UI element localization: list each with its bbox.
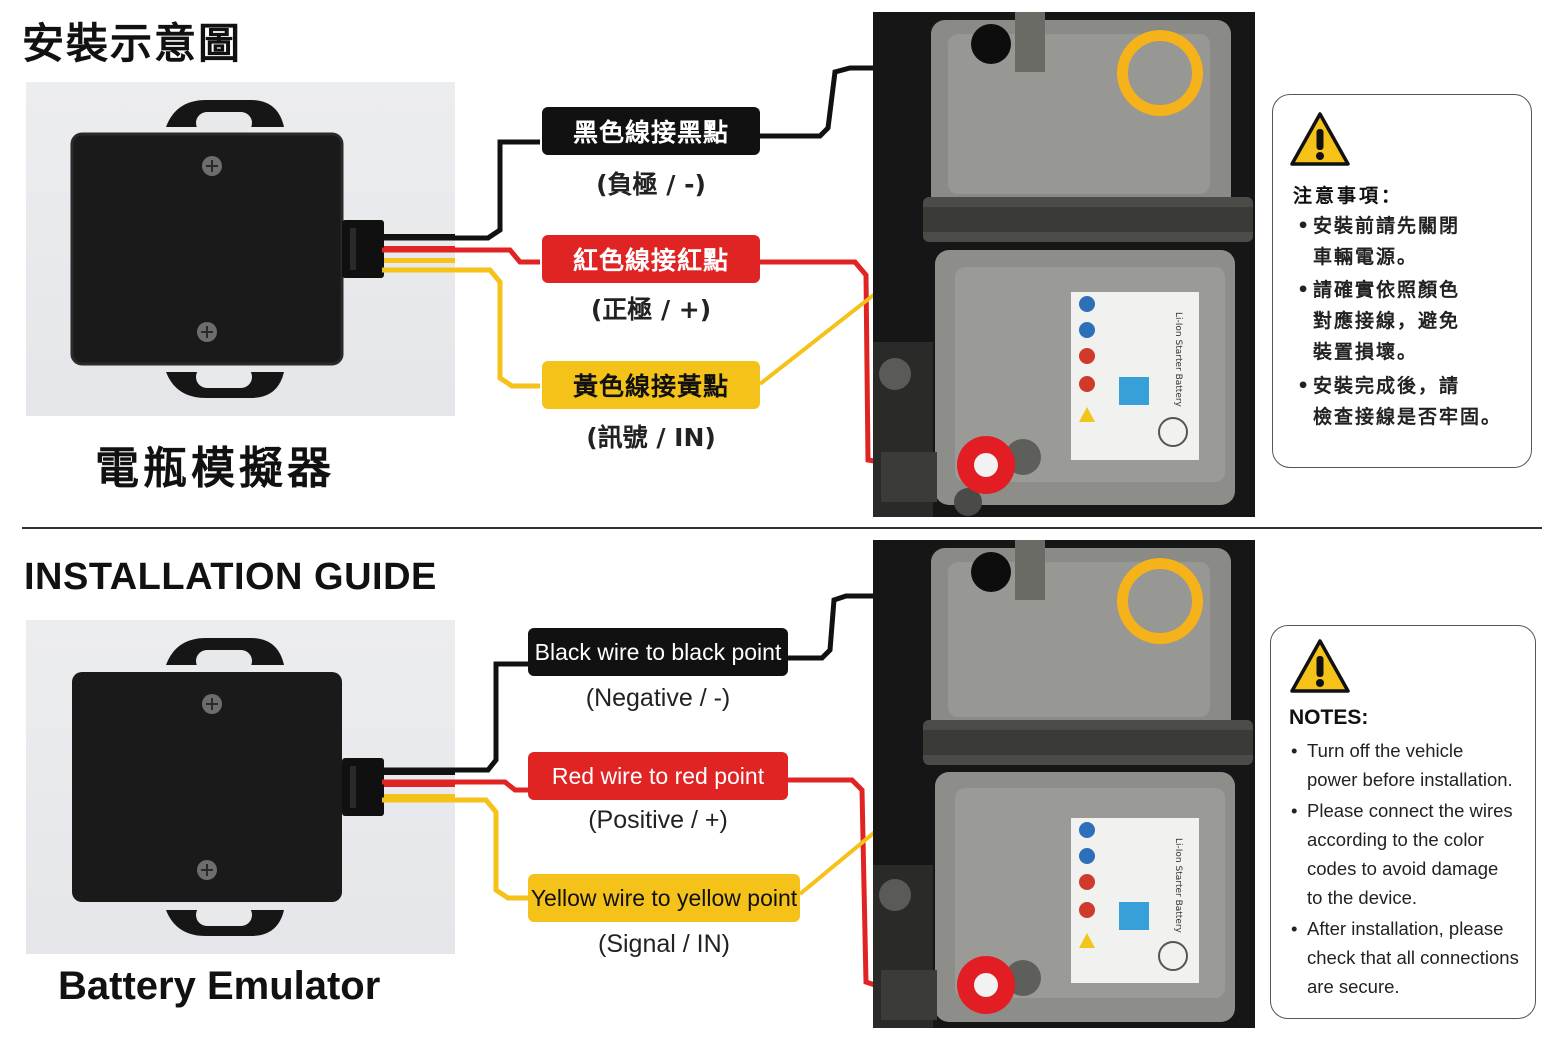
battery-emulator-device-illustration: [72, 638, 455, 936]
notes-box-en: NOTES: • Turn off the vehicle power befo…: [1270, 625, 1536, 1019]
wire-sub-red-zh: (正極 / +): [590, 295, 712, 324]
note-item: • 請確實依照顏色 對應接線，避免 裝置損壞。: [1297, 275, 1461, 368]
device-label-en: Battery Emulator: [58, 964, 381, 1008]
wire-sub-yellow-en: (Signal / IN): [598, 930, 730, 958]
yellow-target-ring: [1117, 30, 1203, 116]
yellow-target-ring: [1117, 558, 1203, 644]
black-wire-top: [382, 139, 540, 241]
wire-sub-red-en: (Positive / +): [588, 806, 728, 834]
note-item: • 安裝前請先關閉 車輛電源。: [1297, 211, 1461, 273]
note-item: • After installation, please check that …: [1291, 914, 1519, 1001]
page-title-zh: 安裝示意圖: [22, 19, 243, 68]
section-divider: [22, 527, 1542, 529]
battery-label: [1071, 818, 1199, 983]
device-label-zh: 電瓶模擬器: [95, 443, 335, 494]
wire-label-black-zh: 黑色線接黑點: [542, 107, 760, 155]
note-line: power before installation.: [1307, 769, 1513, 790]
note-line: After installation, please: [1307, 918, 1504, 939]
yellow-wire-top: [382, 267, 540, 389]
notes-title-en: NOTES:: [1289, 706, 1369, 729]
note-line: 請確實依照顏色: [1313, 279, 1461, 301]
wire-label-yellow-en: Yellow wire to yellow point: [528, 874, 800, 922]
notes-title-zh: 注意事項：: [1293, 185, 1404, 207]
notes-box-zh: 注意事項： • 安裝前請先關閉 車輛電源。 • 請確實依照顏色 對應接線，避免 …: [1272, 94, 1532, 468]
note-line: according to the color: [1307, 829, 1484, 850]
note-line: 對應接線，避免: [1313, 310, 1461, 332]
note-line: Please connect the wires: [1307, 800, 1513, 821]
car-battery-illustration: Li-Ion Starter Battery: [873, 12, 1255, 517]
wire-label-red-zh: 紅色線接紅點: [542, 235, 760, 283]
battery-photo-bottom: Li-Ion Starter Battery: [873, 540, 1255, 1028]
note-line: codes to avoid damage: [1307, 858, 1499, 879]
note-line: are secure.: [1307, 976, 1400, 997]
red-target-dot: [957, 956, 1015, 1014]
page-title-en: INSTALLATION GUIDE: [24, 556, 437, 598]
note-line: check that all connections: [1307, 947, 1519, 968]
note-item: • Turn off the vehicle power before inst…: [1291, 736, 1513, 794]
note-line: to the device.: [1307, 887, 1418, 908]
black-wire-bottom: [382, 661, 528, 773]
warning-triangle-icon: [1290, 639, 1350, 693]
battery-label: [1071, 292, 1199, 460]
wire-sub-black-en: (Negative / -): [585, 684, 731, 712]
note-line: Turn off the vehicle: [1307, 740, 1464, 761]
wire-label-red-en: Red wire to red point: [528, 752, 788, 800]
wire-sub-black-zh: (負極 / -): [596, 170, 706, 199]
red-wire-bottom: [382, 779, 528, 793]
note-line: 裝置損壞。: [1313, 341, 1419, 363]
note-line: 車輛電源。: [1313, 246, 1419, 268]
battery-label-text: Li-Ion Starter Battery: [1173, 838, 1183, 934]
wire-label-yellow-zh: 黃色線接黃點: [542, 361, 760, 409]
note-line: 安裝完成後，請: [1313, 375, 1461, 397]
battery-emulator-device-illustration: [70, 100, 455, 398]
red-wire-top: [382, 247, 540, 265]
note-line: 安裝前請先關閉: [1313, 215, 1461, 237]
wire-label-black-en: Black wire to black point: [528, 628, 788, 676]
note-item: • Please connect the wires according to …: [1291, 796, 1513, 912]
battery-label-text: Li-Ion Starter Battery: [1173, 312, 1183, 408]
warning-triangle-icon: [1290, 112, 1350, 166]
battery-photo-top: Li-Ion Starter Battery: [873, 12, 1255, 517]
red-target-dot: [957, 436, 1015, 494]
device-photo-bottom: [26, 620, 455, 954]
note-line: 檢查接線是否牢固。: [1313, 406, 1503, 428]
yellow-wire-bottom: [382, 797, 528, 901]
wire-sub-yellow-zh: (訊號 / IN): [586, 423, 716, 452]
note-item: • 安裝完成後，請 檢查接線是否牢固。: [1297, 371, 1503, 433]
